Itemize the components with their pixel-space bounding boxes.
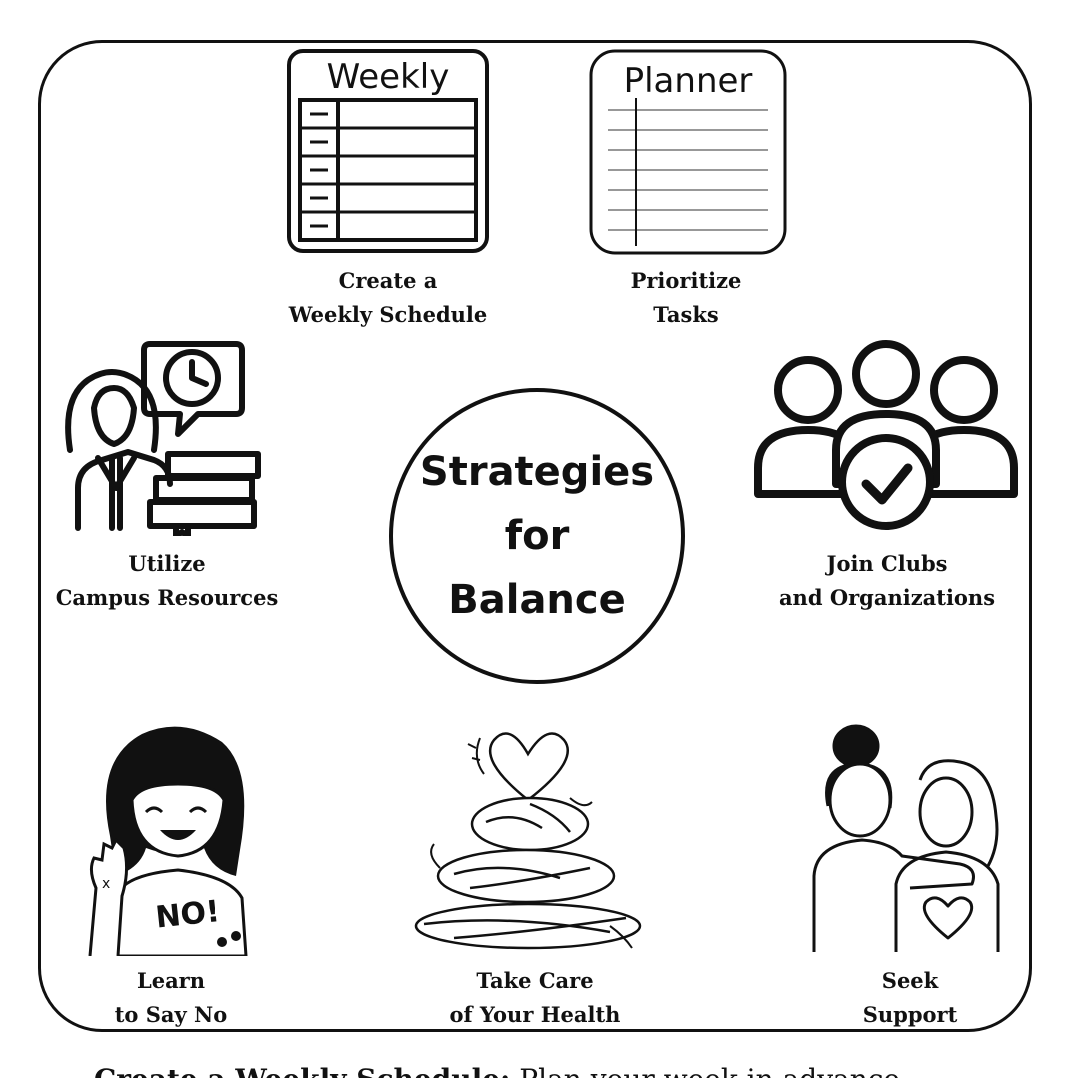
stacked-stones-heart-icon — [414, 732, 642, 950]
item-create-weekly-schedule: Create a Weekly Schedule — [288, 268, 488, 327]
group-check-icon — [754, 340, 1018, 530]
diagram-frame — [38, 40, 1032, 1032]
item-prioritize-tasks: Prioritize Tasks — [630, 268, 742, 327]
footer-bold: Create a Weekly Schedule: — [94, 1063, 510, 1078]
planner-card-title: Planner — [624, 61, 753, 101]
center-title-circle: Strategies for Balance — [389, 388, 685, 684]
center-title-line2: for — [504, 513, 570, 559]
center-title-line1: Strategies — [419, 449, 655, 495]
svg-text:NO!: NO! — [154, 894, 222, 936]
girl-waving-no-icon: x NO! — [88, 726, 248, 956]
item-utilize-campus-resources: Utilize Campus Resources — [55, 551, 279, 610]
weekly-card-title: Weekly — [327, 57, 450, 97]
weekly-calendar-icon: Weekly — [287, 49, 489, 253]
advisor-clock-books-icon — [65, 341, 261, 536]
footer-rest: Plan your week in advance — [510, 1063, 900, 1078]
planner-notepad-icon: Planner — [589, 49, 787, 255]
item-seek-support: Seek Support — [862, 968, 958, 1027]
two-people-hug-icon — [812, 724, 1000, 952]
item-take-care-health: Take Care of Your Health — [449, 968, 621, 1027]
svg-text:x: x — [102, 876, 110, 892]
item-join-clubs: Join Clubs and Organizations — [778, 551, 996, 610]
center-title-line3: Balance — [448, 577, 626, 623]
footer-text: Create a Weekly Schedule: Plan your week… — [0, 1060, 1080, 1078]
item-learn-to-say-no: Learn to Say No — [114, 968, 228, 1027]
